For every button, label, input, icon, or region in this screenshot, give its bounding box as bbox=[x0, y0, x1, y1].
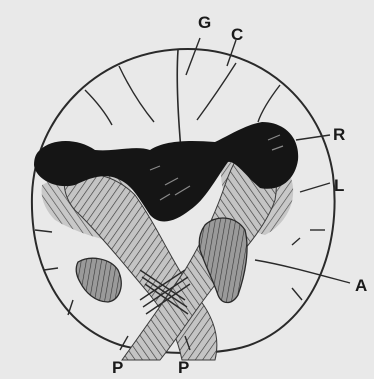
label-p-right: P bbox=[178, 358, 189, 377]
label-g: G bbox=[198, 13, 211, 32]
midline-fissure bbox=[177, 50, 181, 150]
label-r: R bbox=[333, 125, 345, 144]
left-lower-nucleus bbox=[76, 258, 121, 302]
label-a: A bbox=[355, 276, 367, 295]
label-l: L bbox=[334, 176, 344, 195]
label-p-left: P bbox=[112, 358, 123, 377]
label-c: C bbox=[231, 25, 243, 44]
